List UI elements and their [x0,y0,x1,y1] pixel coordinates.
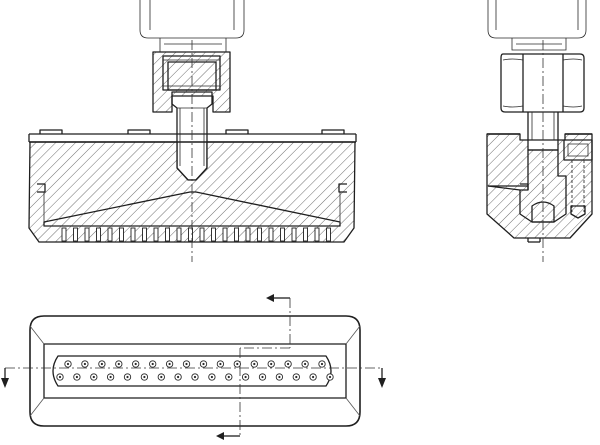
nozzle-hole [174,373,182,381]
nozzle-holes [56,360,334,381]
nozzle-tooth [188,227,193,242]
nozzle-tooth [257,227,262,242]
nozzle-hole [216,360,225,368]
nozzle-hole [318,360,326,368]
nozzle-body [28,129,357,243]
nozzle-hole [275,373,284,381]
nozzle-hole [149,360,157,368]
nozzle-hole [182,360,191,368]
side-nozzle-teeth [527,238,541,243]
nozzle-tooth [222,227,228,242]
nozzle-tooth [234,227,239,242]
arrow-left-icon [266,294,274,302]
nozzle-hole [241,373,250,381]
nozzle-hole [326,373,334,381]
nozzle-tooth [314,227,320,242]
nozzle-tooth [199,227,205,242]
bottom-outline [29,315,361,427]
nozzle-tooth [303,227,308,242]
nozzle-tooth [245,227,251,242]
nozzle-hole [73,373,81,381]
nozzle-tooth [96,227,101,242]
nozzle-tooth [61,227,67,242]
nozzle-hole [123,373,132,381]
side-section-view [486,0,593,262]
front-section-view [28,0,357,262]
nozzle-hole [64,360,72,368]
nozzle-hole [115,360,123,368]
nozzle-hole [199,360,208,368]
nozzle-tooth [153,227,159,242]
nozzle-hole [301,360,309,368]
nozzle-hole [292,373,300,381]
side-hex-nut [500,53,585,113]
arrow-down-icon [378,378,386,388]
arrow-left-icon [216,432,224,440]
nozzle-hole [157,373,165,381]
bottom-view [1,294,386,440]
nozzle-hole [233,360,241,368]
nozzle-tooth [326,227,331,242]
side-body [486,133,593,239]
nozzle-hole [208,373,216,381]
nozzle-tooth [280,227,285,242]
mounting-tube [139,0,245,53]
nozzle-hole [267,360,275,368]
nozzle-hole [106,373,115,381]
nozzle-tooth [73,227,78,242]
nozzle-tooth [211,227,216,242]
nozzle-hole [225,373,233,381]
nozzle-hole [140,373,149,381]
nozzle-hole [250,360,258,368]
nozzle-tooth [119,227,124,242]
nozzle-hole [309,373,317,381]
nozzle-tooth [176,227,182,242]
nozzle-tooth [107,227,113,242]
nozzle-hole [191,373,199,381]
nozzle-teeth [61,227,331,242]
hex-nut [152,51,231,113]
nozzle-tooth [130,227,136,242]
nozzle-hole [98,360,106,368]
section-line-horizontal [1,367,386,388]
section-line-vertical [216,294,291,440]
nozzle-hole [132,360,140,368]
nozzle-tooth [142,227,147,242]
nozzle-hole [81,360,89,368]
nozzle-hole [90,373,98,381]
nozzle-hole [284,360,292,368]
side-mounting-tube [487,0,587,51]
nozzle-hole [165,360,174,368]
nozzle-tooth [84,227,90,242]
nozzle-hole [258,373,267,381]
nozzle-tooth [165,227,170,242]
arrow-down-icon [1,378,9,388]
nozzle-hole [56,373,64,381]
nozzle-tooth [268,227,274,242]
nozzle-slot [52,355,332,387]
nozzle-tooth [291,227,297,242]
